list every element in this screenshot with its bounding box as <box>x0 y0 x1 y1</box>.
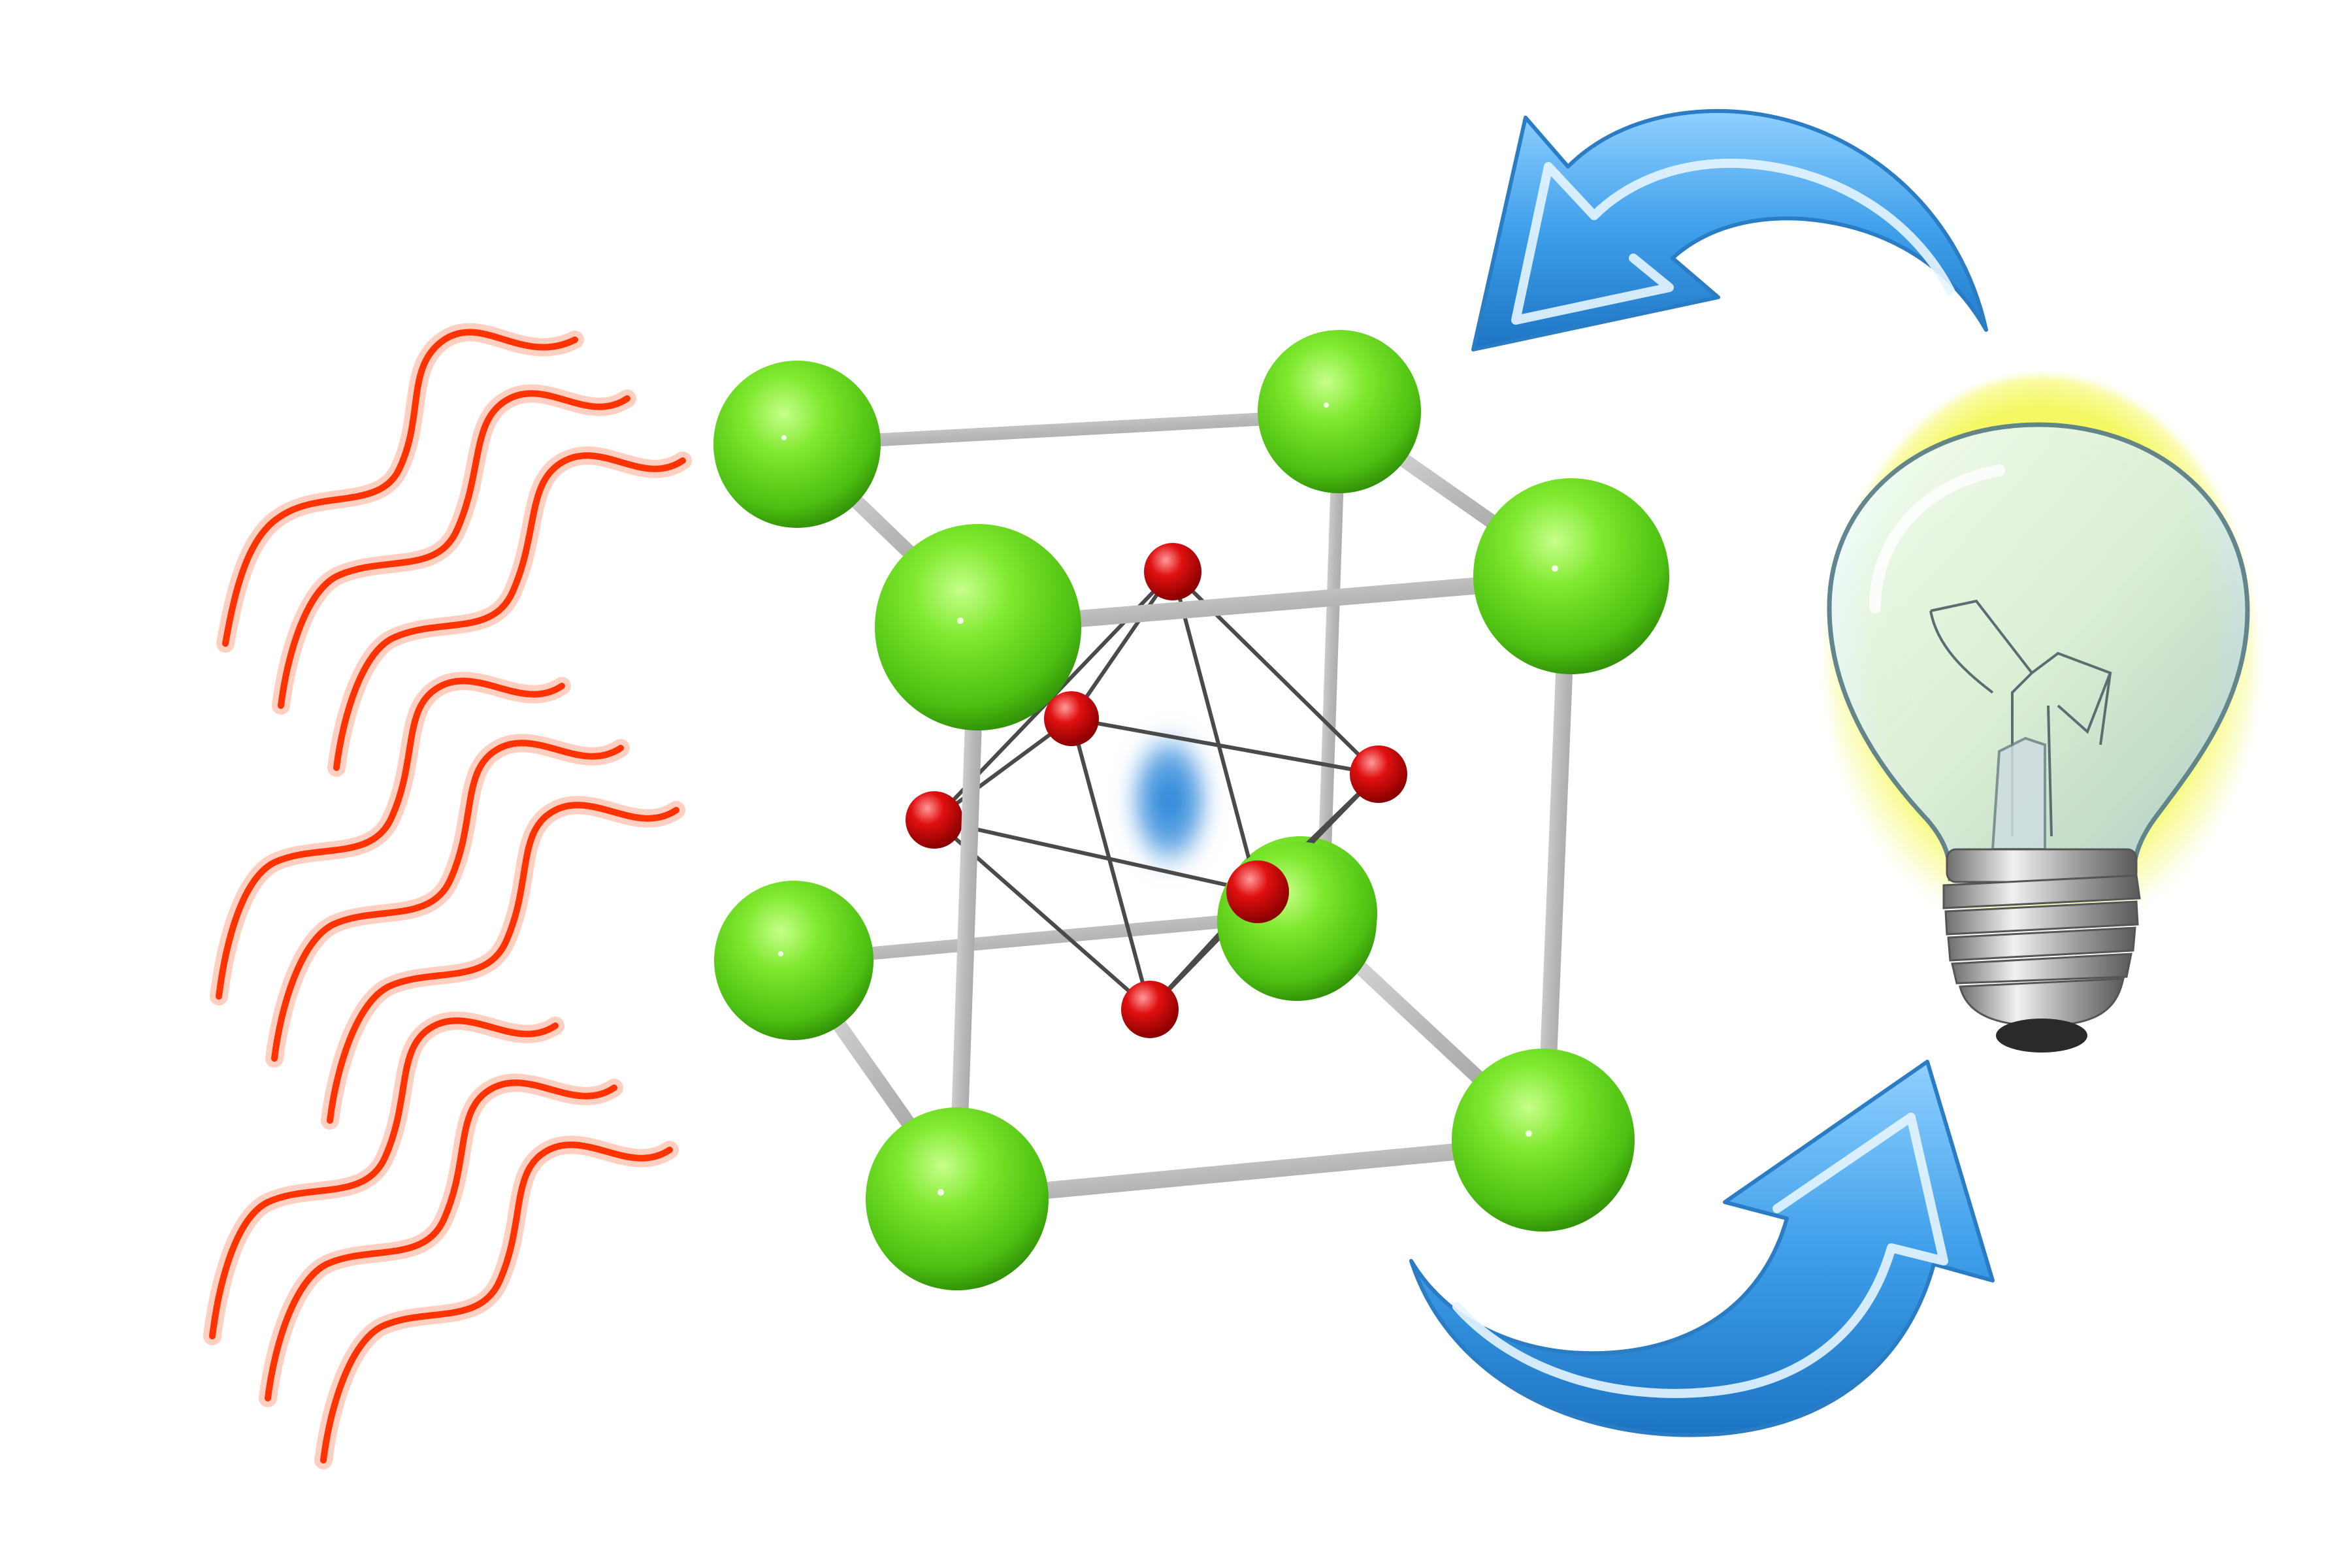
curved-arrow-up-icon <box>1409 1060 1995 1437</box>
lattice-atom <box>714 881 874 1040</box>
heat-wave <box>272 384 636 715</box>
lattice-atom <box>875 524 1081 730</box>
lattice-atom <box>1452 1049 1635 1232</box>
heat-wave <box>314 1135 679 1469</box>
lattice-atom <box>713 361 881 528</box>
oxygen-atom <box>1350 745 1407 803</box>
heat-waves-icon <box>203 323 692 1469</box>
heat-wave <box>216 323 584 653</box>
heat-wave <box>210 672 571 1005</box>
lattice-atom <box>1258 330 1421 493</box>
heat-wave <box>327 446 692 777</box>
sphere-highlights <box>778 402 1558 1196</box>
lattice-rods-back <box>787 408 1346 967</box>
bulb-glass <box>1827 422 2250 881</box>
curved-arrow-left-icon <box>1471 108 1988 351</box>
filament <box>1929 599 2112 837</box>
lattice-atom <box>866 1107 1049 1290</box>
light-bulb-icon <box>1826 376 2257 1053</box>
perovskite-lattice-icon <box>713 330 1669 1290</box>
lattice-atom <box>1473 478 1669 674</box>
oxygen-atom <box>906 791 963 849</box>
oxygen-atom <box>1121 981 1179 1038</box>
heat-wave <box>321 796 685 1130</box>
heat-wave <box>203 1011 564 1345</box>
center-atom <box>1124 725 1215 875</box>
oxygen-atom <box>1226 860 1289 923</box>
heat-wave <box>259 1073 623 1407</box>
heat-wave <box>265 734 630 1068</box>
oxygen-atom <box>1144 543 1201 600</box>
oxygen-atom <box>1044 691 1099 746</box>
bulb-base <box>1942 848 2141 1053</box>
